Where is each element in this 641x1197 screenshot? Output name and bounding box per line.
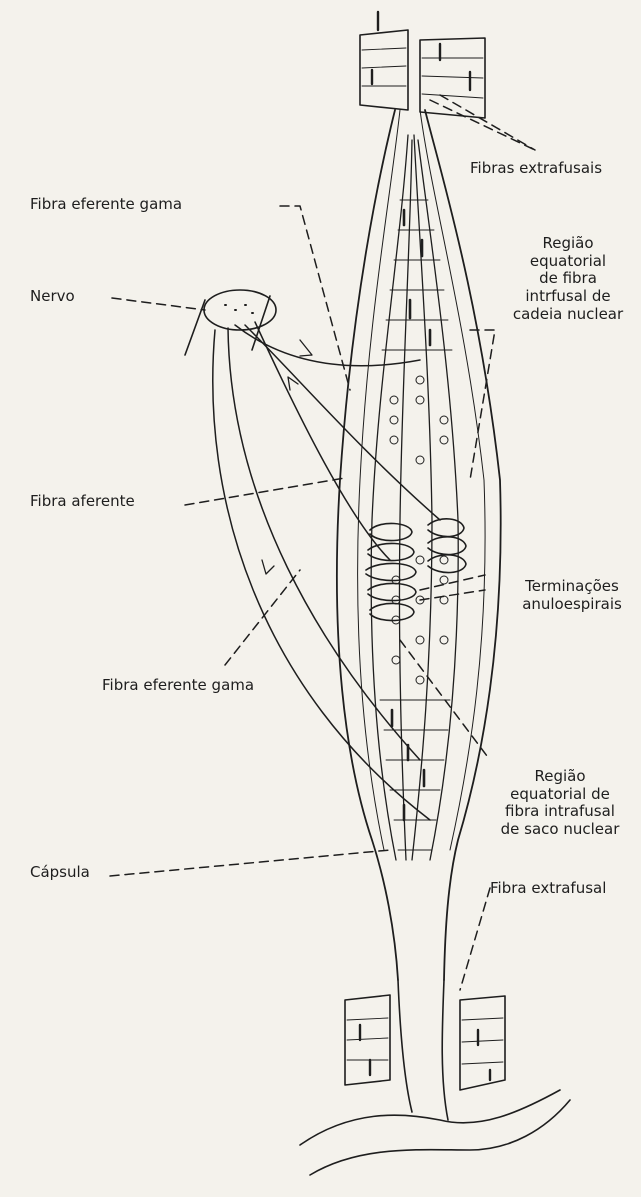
label-terminacoes-anuloespirais: Terminações anuloespirais	[506, 578, 638, 613]
spindle-capsule	[337, 110, 501, 980]
label-fibra-eferente-gama-bottom: Fibra eferente gama	[102, 677, 254, 695]
label-fibra-extrafusal: Fibra extrafusal	[490, 880, 606, 898]
nerve	[185, 290, 276, 355]
polar-striations	[380, 200, 452, 850]
bottom-extrafusal-fibers	[300, 980, 570, 1175]
label-regiao-equatorial-cadeia: Região equatorial de fibra intrfusal de …	[498, 235, 638, 323]
label-fibra-eferente-gama-top: Fibra eferente gama	[30, 196, 182, 214]
leader-lines	[110, 95, 535, 990]
label-capsula: Cápsula	[30, 864, 90, 882]
equatorial-nuclei	[390, 376, 448, 684]
label-nervo: Nervo	[30, 288, 75, 306]
annulospiral-endings	[366, 519, 466, 621]
nerve-fibers	[213, 322, 440, 820]
direction-arrows	[262, 340, 312, 574]
top-extrafusal-fibers	[360, 12, 485, 118]
label-fibra-aferente: Fibra aferente	[30, 493, 135, 511]
label-regiao-equatorial-saco: Região equatorial de fibra intrafusal de…	[485, 768, 635, 839]
label-fibras-extrafusais: Fibras extrafusais	[470, 160, 602, 178]
